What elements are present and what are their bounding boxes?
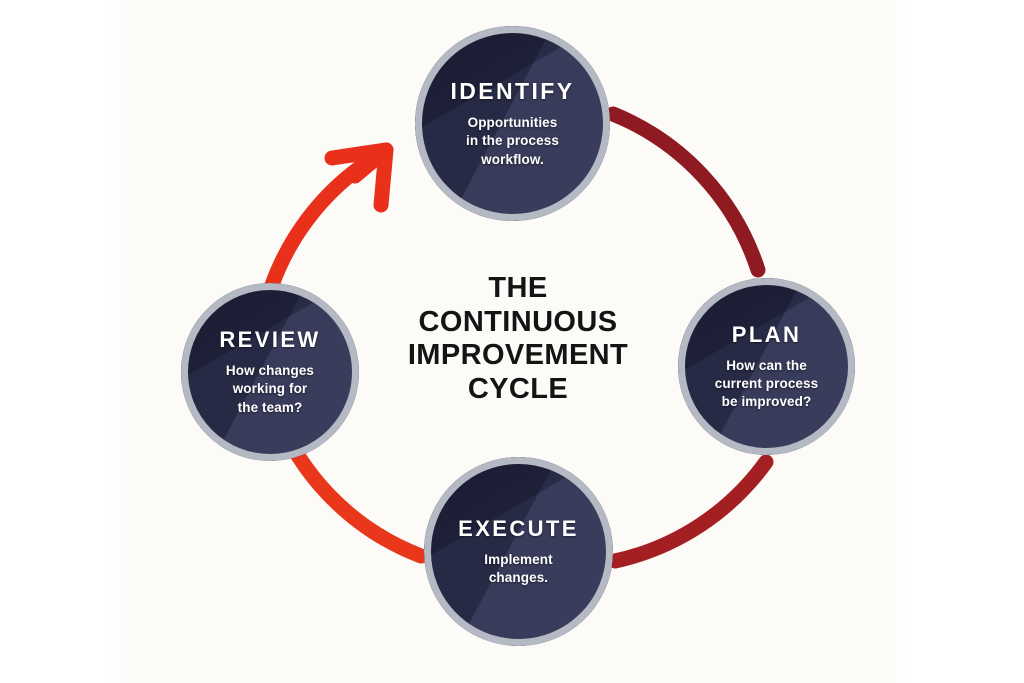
node-desc-identify: Opportunities in the process workflow. [429, 114, 597, 169]
node-content: IDENTIFY Opportunities in the process wo… [429, 78, 597, 169]
node-desc-line: How can the [726, 357, 807, 373]
node-desc-line: the team? [237, 399, 303, 415]
node-title-execute: EXECUTE [458, 515, 579, 541]
center-title-line: THE [488, 272, 548, 304]
node-desc-line: Opportunities [467, 115, 558, 131]
node-desc-line: current process [714, 375, 819, 391]
center-title-line: CYCLE [467, 372, 569, 405]
node-title-identify: IDENTIFY [450, 78, 575, 105]
node-desc-line: working for [232, 381, 308, 397]
cycle-node-execute[interactable]: EXECUTE Implement changes. [424, 457, 613, 646]
node-content: PLAN How can the current process be impr… [690, 322, 842, 412]
cycle-node-identify[interactable]: IDENTIFY Opportunities in the process wo… [415, 26, 610, 221]
node-desc-plan: How can the current process be improved? [690, 357, 842, 412]
arc-plan-to-execute [607, 454, 774, 569]
node-desc-line: Implement [484, 551, 553, 567]
canvas-right-fade [880, 0, 912, 683]
node-desc-line: How changes [225, 363, 315, 379]
cycle-arrowhead-icon [324, 142, 394, 213]
node-desc-line: workflow. [481, 151, 544, 167]
node-title-review: REVIEW [219, 327, 321, 353]
node-desc-line: changes. [488, 569, 549, 585]
arc-identify-to-plan [605, 106, 766, 278]
node-desc-line: in the process [466, 133, 559, 149]
cycle-node-plan[interactable]: PLAN How can the current process be impr… [678, 278, 855, 455]
node-content: REVIEW How changes working for the team? [193, 327, 346, 417]
cycle-node-review[interactable]: REVIEW How changes working for the team? [181, 283, 359, 461]
node-desc-execute: Implement changes. [437, 551, 600, 587]
diagram-center-title: THE CONTINUOUS IMPROVEMENT CYCLE [370, 272, 666, 407]
node-content: EXECUTE Implement changes. [437, 516, 600, 587]
node-title-plan: PLAN [731, 321, 802, 347]
center-title-line: IMPROVEMENT [407, 339, 629, 372]
center-title-line: CONTINUOUS [418, 305, 618, 338]
node-desc-review: How changes working for the team? [193, 362, 346, 417]
node-desc-line: be improved? [721, 394, 812, 410]
arc-review-to-identify [264, 158, 370, 293]
